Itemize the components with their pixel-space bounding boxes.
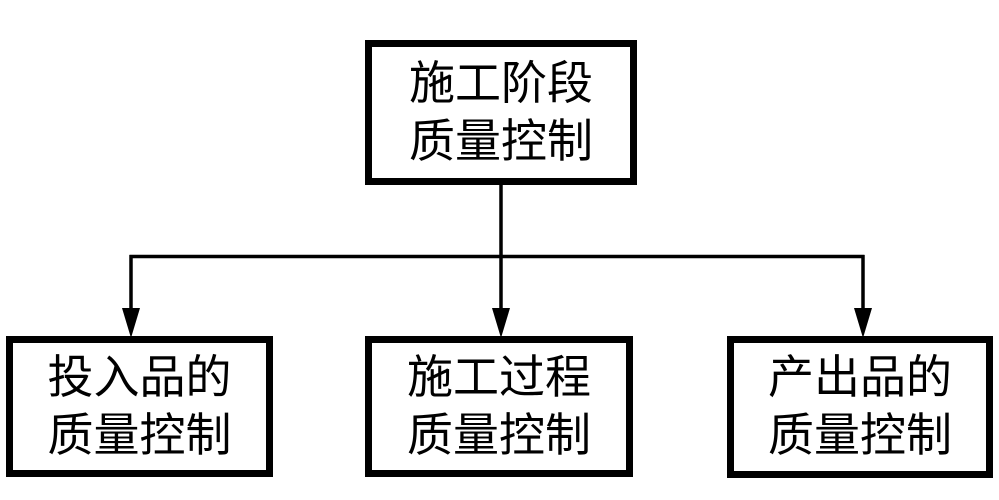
node-output-quality: 产出品的 质量控制 <box>727 336 993 478</box>
node-process-quality: 施工过程 质量控制 <box>365 336 633 477</box>
node-construction-stage: 施工阶段 质量控制 <box>365 40 637 185</box>
node-label-line: 质量控制 <box>409 115 593 167</box>
node-label-line: 产出品的 <box>768 352 952 403</box>
node-label-line: 质量控制 <box>47 409 232 461</box>
arrowhead-left <box>122 308 140 338</box>
node-label-line: 质量控制 <box>407 409 591 461</box>
node-label-line: 投入品的 <box>47 351 232 403</box>
node-label-line: 施工过程 <box>407 351 591 403</box>
arrowhead-right <box>854 308 872 338</box>
node-label-line: 质量控制 <box>768 410 952 461</box>
node-label-line: 施工阶段 <box>409 57 593 109</box>
node-input-quality: 投入品的 质量控制 <box>6 336 273 477</box>
arrowhead-middle <box>492 308 510 338</box>
